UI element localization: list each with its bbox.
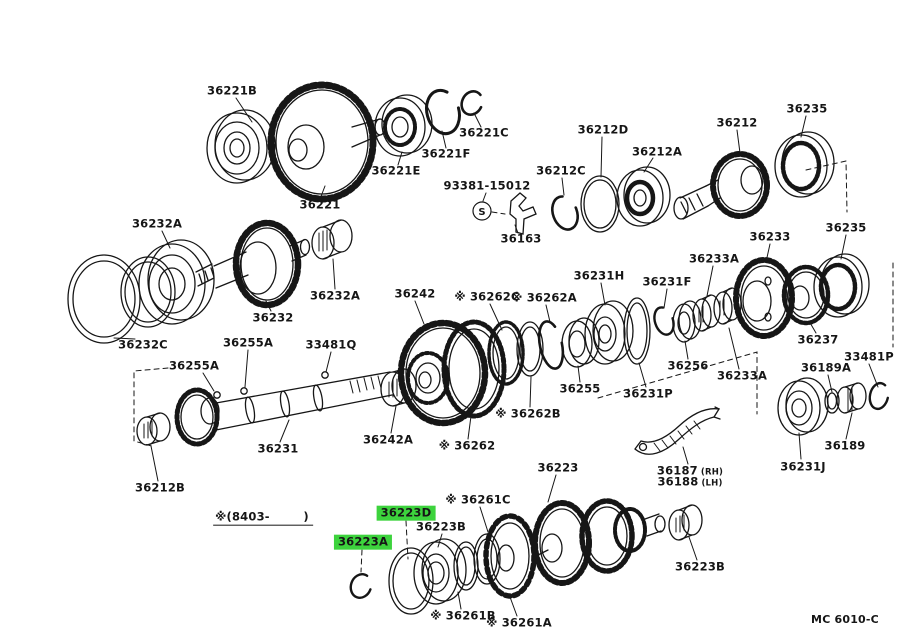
part-label-36235-lower[interactable]: 36235	[825, 220, 867, 235]
gear-36212-drawing	[673, 151, 770, 220]
sleeve-36262-drawing	[441, 319, 507, 419]
part-label-36221C[interactable]: 36221C	[459, 125, 509, 140]
gear-36189-drawing	[836, 382, 867, 414]
part-label-36231[interactable]: 36231	[257, 441, 299, 456]
part-label-93381-15012[interactable]: 93381-15012	[443, 178, 531, 193]
part-label-36163[interactable]: 36163	[500, 231, 542, 246]
part-label-36242[interactable]: 36242	[394, 286, 436, 301]
part-label-36233[interactable]: 36233	[749, 229, 791, 244]
gear-36233-drawing	[733, 257, 795, 339]
ring-36232C-drawing	[67, 254, 141, 344]
s-mark-letter: S	[478, 207, 485, 218]
detent-ball-markers	[213, 371, 329, 399]
part-label-36221B[interactable]: 36221B	[207, 83, 257, 98]
part-label-36261A[interactable]: ※ 36261A	[486, 615, 552, 630]
part-label-36256[interactable]: 36256	[667, 358, 709, 373]
part-label-36212B[interactable]: 36212B	[135, 480, 185, 495]
part-label-36223A-highlighted[interactable]: 36223A	[333, 534, 393, 550]
part-label-36212[interactable]: 36212	[716, 115, 758, 130]
part-label-36233A-2[interactable]: 36233A	[716, 368, 768, 383]
part-label-36189A[interactable]: 36189A	[800, 360, 852, 375]
sprocket-36261A-drawing	[483, 513, 537, 599]
part-label-36221E[interactable]: 36221E	[371, 163, 421, 178]
ring-36255-drawing	[561, 317, 600, 368]
gear-shaft-36231-drawing	[174, 371, 393, 447]
part-label-36187-rh[interactable]: 36187(RH)	[656, 463, 724, 478]
part-label-36231H[interactable]: 36231H	[573, 268, 625, 283]
bearing-36212B-drawing	[136, 412, 171, 446]
part-label-36232A-1[interactable]: 36232A	[131, 216, 183, 231]
part-label-36189[interactable]: 36189	[824, 438, 866, 453]
gear-36221-drawing	[267, 81, 386, 203]
part-label-33481Q[interactable]: 33481Q	[305, 337, 357, 352]
part-label-36262A[interactable]: ※ 36262A	[511, 290, 577, 305]
ring-36231P-drawing	[623, 297, 651, 365]
part-label-36231P[interactable]: 36231P	[623, 386, 673, 401]
bearing-36221B-drawing	[206, 109, 276, 184]
bearing-36233A-1-drawing	[692, 294, 721, 332]
hub-36221E-drawing	[374, 94, 433, 157]
part-label-36212A[interactable]: 36212A	[631, 144, 683, 159]
ring-36262C-drawing	[487, 320, 525, 386]
part-label-36188-lh[interactable]: 36188(LH)	[657, 474, 723, 489]
bearing-36231H-drawing	[584, 300, 634, 365]
bearing-36232A-right-drawing	[311, 219, 353, 260]
bearing-36212A-drawing	[616, 166, 671, 227]
production-range-note: ※(8403- )	[213, 511, 313, 526]
part-label-33481P[interactable]: 33481P	[844, 349, 894, 364]
part-label-36262[interactable]: ※ 36262	[438, 438, 496, 453]
part-label-36221[interactable]: 36221	[299, 197, 341, 212]
part-label-36232A-2[interactable]: 36232A	[309, 288, 361, 303]
gear-36232-drawing	[195, 219, 311, 309]
dashed-reference-lines	[133, 160, 894, 573]
figure-code: MC 6010-C	[811, 612, 879, 626]
part-label-36231F[interactable]: 36231F	[642, 274, 692, 289]
part-label-36221F[interactable]: 36221F	[421, 146, 471, 161]
part-label-36242A[interactable]: 36242A	[362, 432, 414, 447]
part-label-36232[interactable]: 36232	[252, 310, 294, 325]
s-mark-circle	[472, 201, 492, 221]
clip-33481P-drawing	[868, 381, 890, 411]
part-label-36223B-2[interactable]: 36223B	[675, 559, 725, 574]
bearing-36232A-left-drawing	[120, 239, 215, 328]
part-label-36261C[interactable]: ※ 36261C	[445, 492, 511, 507]
part-label-36223B-1[interactable]: 36223B	[416, 519, 466, 534]
ring-36235-top-drawing	[774, 131, 835, 198]
hub-36242-drawing	[397, 319, 489, 427]
part-label-36261B[interactable]: ※ 36261B	[430, 608, 496, 623]
part-label-36237[interactable]: 36237	[797, 332, 839, 347]
bearing-36231J-drawing	[777, 377, 829, 436]
part-label-36223[interactable]: 36223	[537, 460, 579, 475]
ring-36256-drawing	[672, 300, 702, 343]
gear-cluster-36223-drawing	[532, 498, 666, 586]
part-label-36212C[interactable]: 36212C	[536, 163, 586, 178]
part-label-36231J[interactable]: 36231J	[780, 459, 826, 474]
snapring-36223D-drawing	[388, 547, 434, 615]
lever-36187-36188-drawing	[634, 406, 721, 455]
part-label-36235-top[interactable]: 36235	[786, 101, 828, 116]
part-label-36262C[interactable]: ※ 36262C	[454, 289, 520, 304]
snapring-36212C-drawing	[551, 195, 579, 231]
ring-36221F-drawing	[425, 88, 461, 136]
ring-36212D-drawing	[580, 175, 620, 233]
part-36163-drawing	[509, 192, 537, 235]
part-label-36223D-highlighted[interactable]: 36223D	[376, 505, 436, 521]
bearing-36233A-2-drawing	[713, 287, 742, 325]
part-label-36255[interactable]: 36255	[559, 381, 601, 396]
part-label-36232C[interactable]: 36232C	[118, 337, 168, 352]
snapring-36221C-drawing	[460, 90, 484, 116]
part-label-36255A-2[interactable]: 36255A	[168, 358, 220, 373]
part-label-36262B[interactable]: ※ 36262B	[495, 406, 561, 421]
snapring-36231F-drawing	[653, 306, 675, 336]
part-label-36255A-1[interactable]: 36255A	[222, 335, 274, 350]
ring-36235-lower-drawing	[813, 253, 870, 318]
part-label-36233A-1[interactable]: 36233A	[688, 251, 740, 266]
bearing-36223B-right-drawing	[668, 504, 703, 541]
part-label-36212D[interactable]: 36212D	[577, 122, 629, 137]
snapring-36223A-drawing	[349, 573, 373, 599]
